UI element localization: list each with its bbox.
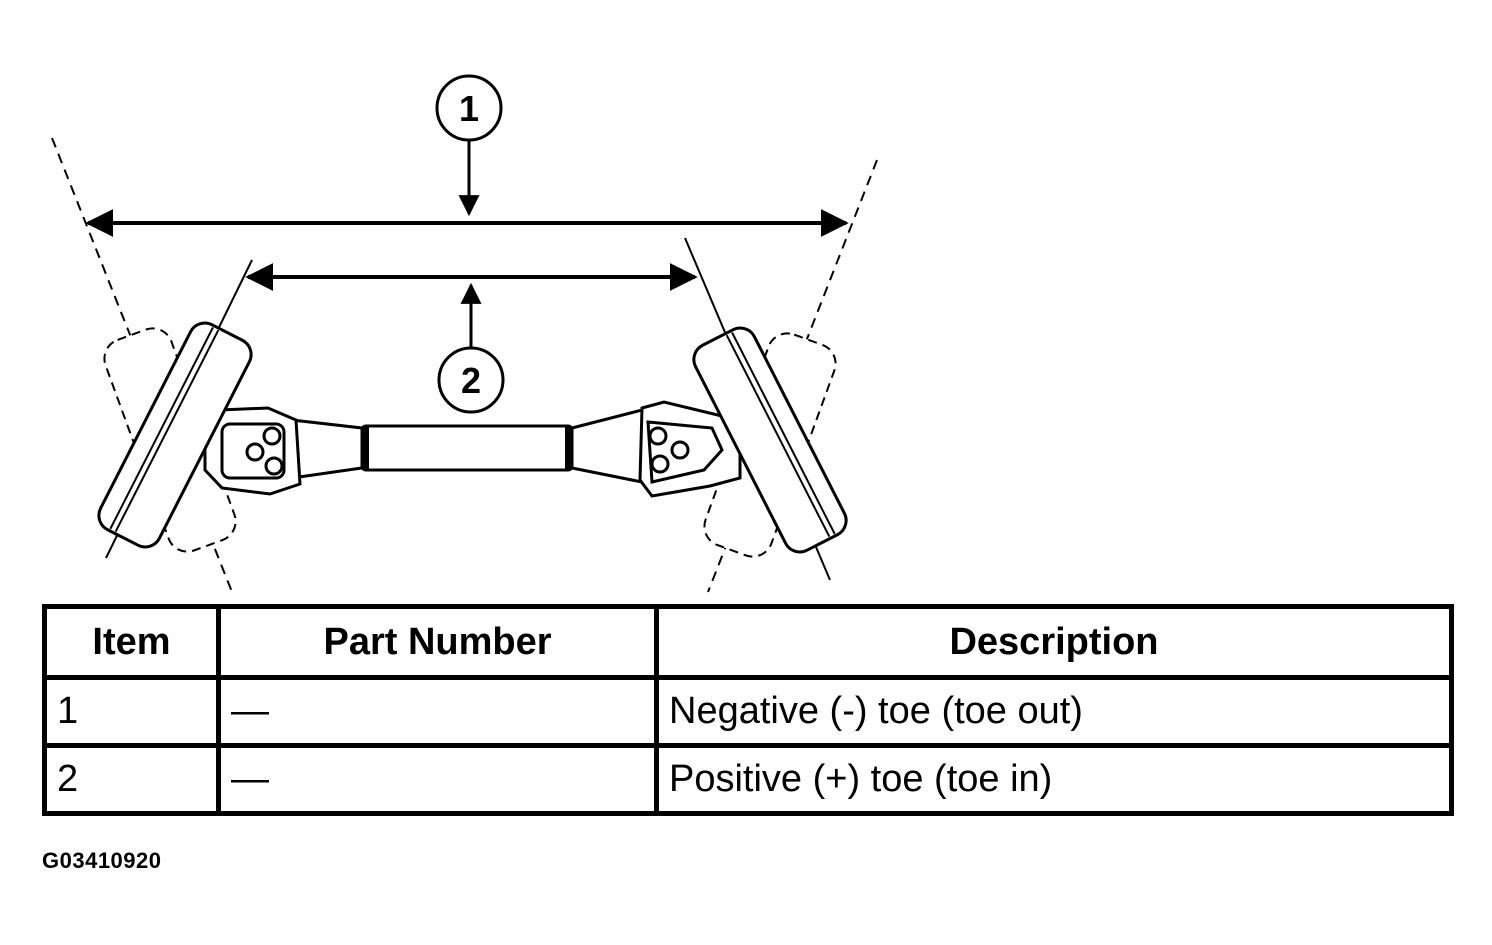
table-row: 2 — Positive (+) toe (toe in) — [42, 743, 1454, 816]
parts-table: Item Part Number Description 1 — Negativ… — [42, 604, 1454, 816]
cell-item: 1 — [42, 675, 221, 748]
wheels — [97, 321, 848, 554]
header-description: Description — [654, 604, 1454, 680]
cell-part-number: — — [216, 675, 659, 748]
right-wheel — [692, 326, 848, 554]
header-item: Item — [42, 604, 221, 680]
callout-2: 2 — [437, 346, 505, 414]
callout-1-label: 1 — [459, 88, 479, 129]
header-part-number: Part Number — [216, 604, 659, 680]
cell-item: 2 — [42, 743, 221, 816]
callout-1: 1 — [435, 74, 503, 142]
cell-description: Positive (+) toe (toe in) — [654, 743, 1454, 816]
table-header-row: Item Part Number Description — [42, 604, 1454, 680]
cell-description: Negative (-) toe (toe out) — [654, 675, 1454, 748]
toe-alignment-diagram: 1 2 — [51, 74, 878, 593]
cell-part-number: — — [216, 743, 659, 816]
left-wheel — [97, 321, 253, 549]
table-row: 1 — Negative (-) toe (toe out) — [42, 675, 1454, 748]
callout-2-label: 2 — [461, 360, 481, 401]
axle-assembly — [203, 400, 742, 498]
figure-code: G03410920 — [42, 848, 162, 873]
